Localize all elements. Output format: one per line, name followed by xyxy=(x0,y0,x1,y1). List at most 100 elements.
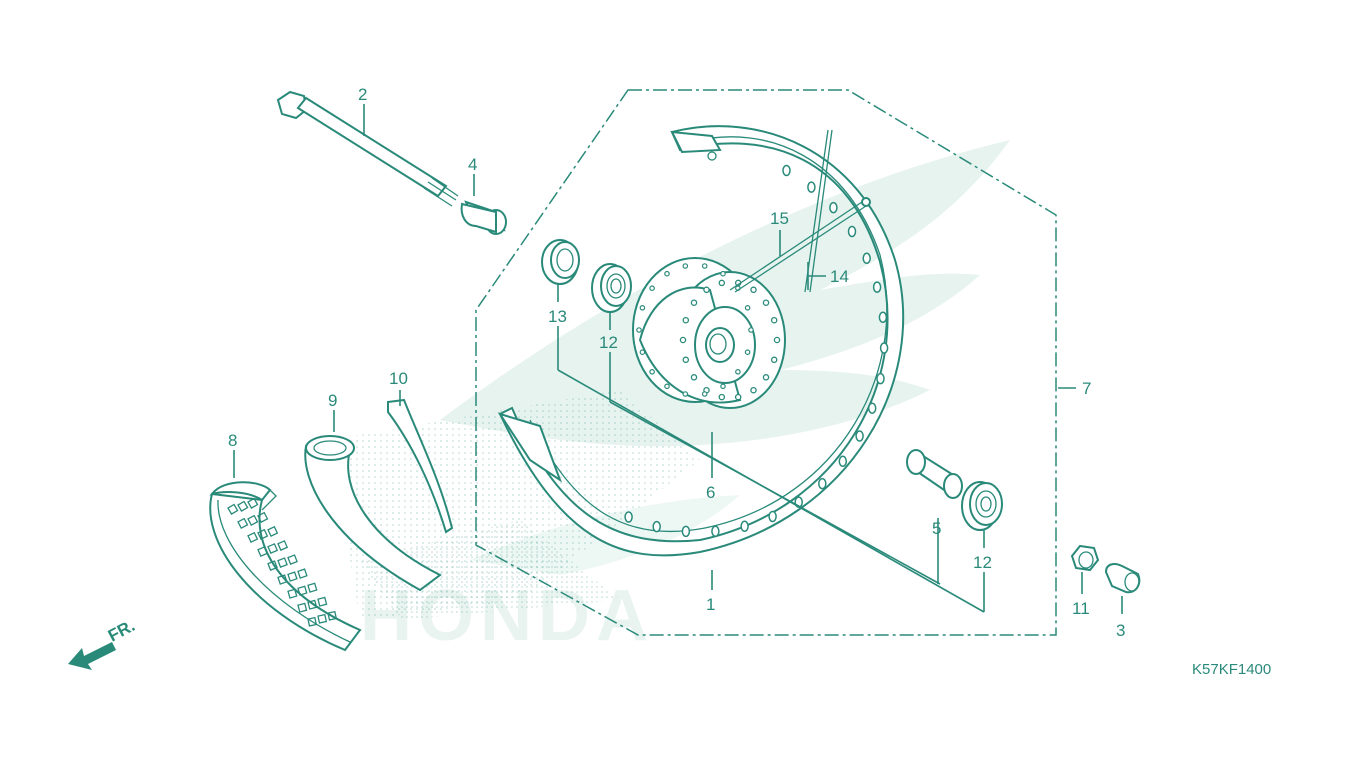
hub-hole xyxy=(639,349,646,356)
bearing-12-upper xyxy=(591,263,632,313)
tread-block xyxy=(277,574,288,585)
tread-block xyxy=(317,596,328,607)
tread-block xyxy=(327,610,338,621)
tread-block xyxy=(307,599,318,610)
spoke-hole xyxy=(847,225,857,238)
spoke-hole xyxy=(740,520,749,533)
callout-12-lower: 12 xyxy=(973,553,992,572)
tread-block xyxy=(247,497,259,509)
callout-8: 8 xyxy=(228,431,237,450)
hub-hole xyxy=(701,263,708,269)
callout-7: 7 xyxy=(1082,379,1091,398)
spoke-hole xyxy=(838,455,848,468)
tread-block xyxy=(267,525,279,537)
assembly-outline xyxy=(475,89,1057,636)
tube xyxy=(304,435,442,592)
spoke-hole xyxy=(876,372,885,385)
hub-hole xyxy=(748,327,754,333)
hub-hole xyxy=(750,386,757,394)
spoke-hole xyxy=(768,510,777,523)
callout-13: 13 xyxy=(548,307,567,326)
hub-flange-holes xyxy=(636,263,781,401)
hub-hole xyxy=(750,286,757,294)
tread-block xyxy=(287,554,298,565)
tread-block xyxy=(257,528,269,540)
spoke-hole xyxy=(681,525,691,538)
tread-block xyxy=(237,517,249,529)
distance-collar-4 xyxy=(460,200,507,235)
tread-block xyxy=(297,602,308,613)
hub-hole xyxy=(664,270,670,277)
callout-15: 15 xyxy=(770,209,789,228)
cap-nut-3 xyxy=(1104,563,1141,594)
spoke-hole xyxy=(829,201,838,214)
axle-bolt xyxy=(276,90,459,207)
hub-hole xyxy=(639,304,646,311)
hub-hole xyxy=(664,383,670,390)
callout-9: 9 xyxy=(328,391,337,410)
hub xyxy=(632,257,786,409)
hub-hole xyxy=(735,368,741,375)
callout-12-upper: 12 xyxy=(599,333,618,352)
hub-hole xyxy=(679,336,687,344)
tread-block xyxy=(247,514,259,526)
callout-5: 5 xyxy=(932,519,941,538)
spoke-hole xyxy=(879,342,889,354)
tire xyxy=(209,481,362,652)
front-direction-arrow: FR. xyxy=(68,616,138,670)
callout-2: 2 xyxy=(358,85,367,104)
tread-block xyxy=(277,540,289,551)
spoke-hole xyxy=(652,520,661,533)
bearing-12-lower xyxy=(961,481,1003,531)
tread-block xyxy=(287,571,298,582)
tread-block xyxy=(297,568,308,579)
spoke-hole xyxy=(807,181,816,193)
tread-block xyxy=(307,582,318,593)
hub-hole xyxy=(744,349,751,356)
front-direction-label: FR. xyxy=(105,616,138,646)
hub-hole xyxy=(701,391,708,397)
rim xyxy=(497,125,905,557)
tread-block xyxy=(267,560,278,571)
hub-hole xyxy=(682,263,689,269)
hub-hole xyxy=(718,393,726,401)
tread-block xyxy=(257,546,269,557)
tread-block xyxy=(287,588,298,599)
tread-block xyxy=(307,616,318,627)
tread-block xyxy=(257,511,269,523)
spoke-hole xyxy=(878,311,888,324)
hub-hole xyxy=(770,356,778,364)
hub-hole xyxy=(718,279,726,287)
hub-hole xyxy=(720,270,726,277)
distance-collar-5 xyxy=(906,449,963,499)
tread-block xyxy=(267,543,279,554)
spoke-hole xyxy=(818,477,827,490)
hub-hole xyxy=(649,285,655,292)
callout-6: 6 xyxy=(706,483,715,502)
hub-hole xyxy=(682,316,690,324)
hub-hole xyxy=(636,327,642,333)
hub-hole xyxy=(762,299,770,306)
hub-hole xyxy=(720,383,726,390)
spoke-hole xyxy=(624,511,633,523)
callout-4: 4 xyxy=(468,155,477,174)
spoke-hole xyxy=(862,252,871,265)
callout-labels: 1 2 3 4 5 6 7 8 9 10 11 12 12 13 14 15 xyxy=(228,85,1125,640)
leader-lines xyxy=(233,104,1123,614)
hub-hole xyxy=(773,336,781,344)
tread-block xyxy=(317,613,328,624)
tread-block xyxy=(237,500,249,512)
tire-tread xyxy=(227,497,338,627)
spoke-hole xyxy=(867,402,877,414)
spoke-hole xyxy=(855,430,864,442)
hub-hole xyxy=(690,299,698,306)
axle-nut-11 xyxy=(1070,544,1100,572)
tread-block xyxy=(247,531,259,543)
hub-hole xyxy=(703,286,710,294)
spoke-hole xyxy=(711,525,720,538)
hub-hole xyxy=(770,316,778,324)
dust-seal-13 xyxy=(541,239,580,285)
hub-hole xyxy=(734,393,742,401)
callout-14: 14 xyxy=(830,267,849,286)
